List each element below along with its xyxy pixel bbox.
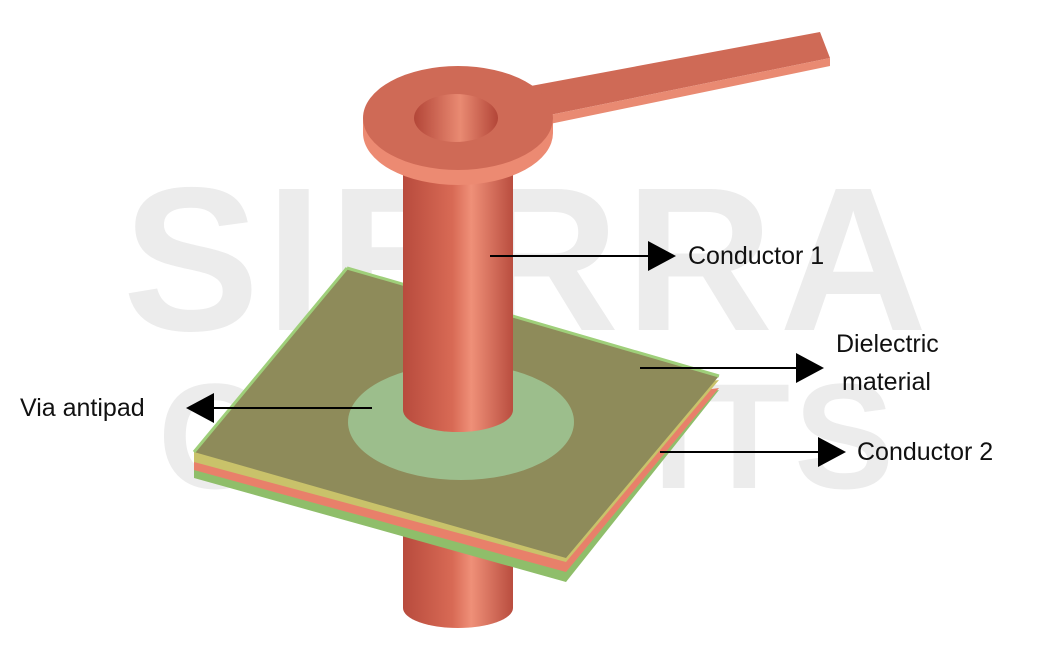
arrow-via-antipad [186, 393, 372, 423]
label-dielectric-line2: material [842, 368, 931, 396]
label-conductor-2: Conductor 2 [857, 438, 994, 466]
arrow-conductor-2 [660, 437, 846, 467]
via-hole [414, 94, 498, 142]
label-dielectric-line1: Dielectric [836, 330, 939, 358]
arrow-conductor-1 [490, 241, 676, 271]
label-conductor-1: Conductor 1 [688, 242, 825, 270]
conductor-1-trace [520, 32, 830, 126]
arrow-dielectric [640, 353, 824, 383]
via-barrel-upper [403, 150, 513, 432]
label-via-antipad: Via antipad [20, 394, 145, 422]
via-top-pad [363, 66, 553, 185]
